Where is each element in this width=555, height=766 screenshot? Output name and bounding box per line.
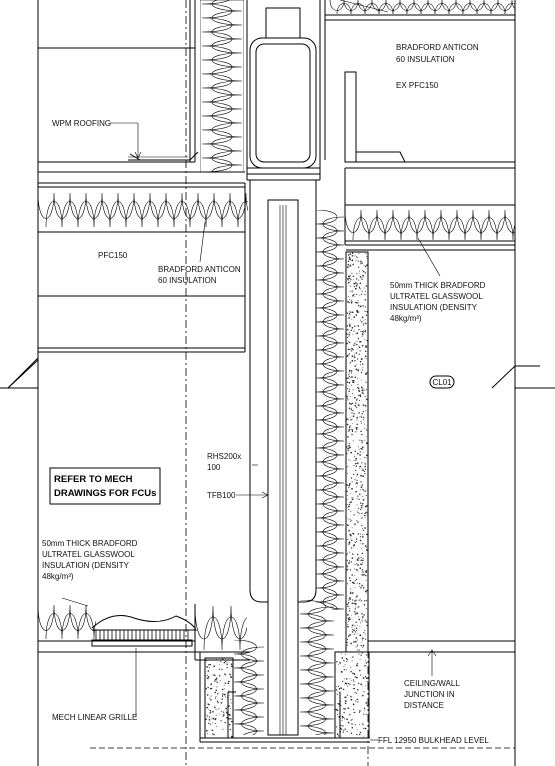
label-ceiling-wall-1: CEILING/WALL	[404, 679, 460, 688]
ex-pfc150-channel	[324, 0, 515, 169]
label-rhs-2: 100	[207, 463, 221, 472]
label-glasswool-left-2: ULTRATEL GLASSWOOL	[42, 550, 135, 559]
label-tfb100: TFB100	[207, 491, 236, 500]
insulation-mid-right	[345, 209, 515, 241]
right-panel	[344, 0, 516, 766]
label-refer-mech-1: REFER TO MECH	[54, 474, 133, 485]
rhs200x100-post	[249, 180, 317, 603]
label-ceiling-wall-3: DISTANCE	[404, 701, 444, 710]
label-refer-mech-2: DRAWINGS FOR FCUs	[54, 488, 156, 499]
label-ceiling-wall-2: JUNCTION IN	[404, 690, 455, 699]
label-glasswool-left-4: 48kg/m³)	[42, 572, 74, 581]
label-glasswool-left-1: 50mm THICK BRADFORD	[42, 539, 138, 548]
bulkhead-base	[90, 652, 515, 749]
label-ffl-bulkhead: FFL 12950 BULKHEAD LEVEL	[378, 736, 489, 745]
label-bradford-anticon-top: BRADFORD ANTICON	[396, 43, 479, 52]
lower-ceiling-left	[38, 604, 250, 661]
break-line-left	[0, 356, 39, 389]
label-mech-linear-grille: MECH LINEAR GRILLE	[52, 713, 137, 722]
break-line-right	[491, 364, 555, 389]
tfb100-column	[267, 199, 299, 736]
label-glasswool-right-2: ULTRATEL GLASSWOOL	[390, 292, 483, 301]
label-bradford-anticon-mid: BRADFORD ANTICON	[158, 265, 241, 274]
wpm-roofing-flashing	[128, 151, 199, 161]
insulation-bottom-right	[299, 600, 335, 735]
label-ex-pfc150: EX PFC150	[396, 81, 439, 90]
label-glasswool-left-3: INSULATION (DENSITY	[42, 561, 130, 570]
bulkhead-plaster-block	[204, 651, 370, 739]
cl01-tag	[429, 375, 455, 389]
label-glasswool-right-1: 50mm THICK BRADFORD	[390, 281, 486, 290]
rhs-mullion-top	[246, 0, 321, 181]
mech-linear-grille	[91, 615, 197, 647]
left-soffit-panel	[37, 0, 246, 766]
refer-mech-box	[49, 467, 161, 505]
plasterboard-lining-right	[345, 244, 515, 653]
insulation-mid-left	[38, 192, 248, 228]
insulation-top-right	[329, 0, 515, 15]
label-glasswool-right-3: INSULATION (DENSITY	[390, 303, 478, 312]
label-60-insulation-mid: 60 INSULATION	[158, 276, 217, 285]
ceiling-line-right	[368, 640, 515, 653]
label-glasswool-right-4: 48kg/m³)	[390, 314, 422, 323]
insulation-bottom-left	[233, 640, 265, 735]
insulation-top-vertical	[200, 0, 244, 172]
label-cl01: CL01	[432, 378, 452, 387]
insulation-vertical-column	[315, 210, 345, 610]
label-rhs-1: RHS200x	[207, 452, 241, 461]
leader-lines	[61, 0, 441, 741]
label-60-insulation-top: 60 INSULATION	[396, 55, 455, 64]
insulation-low-mid	[195, 605, 247, 651]
label-wpm-roofing: WPM ROOFING	[52, 119, 111, 128]
label-pfc150: PFC150	[98, 251, 128, 260]
